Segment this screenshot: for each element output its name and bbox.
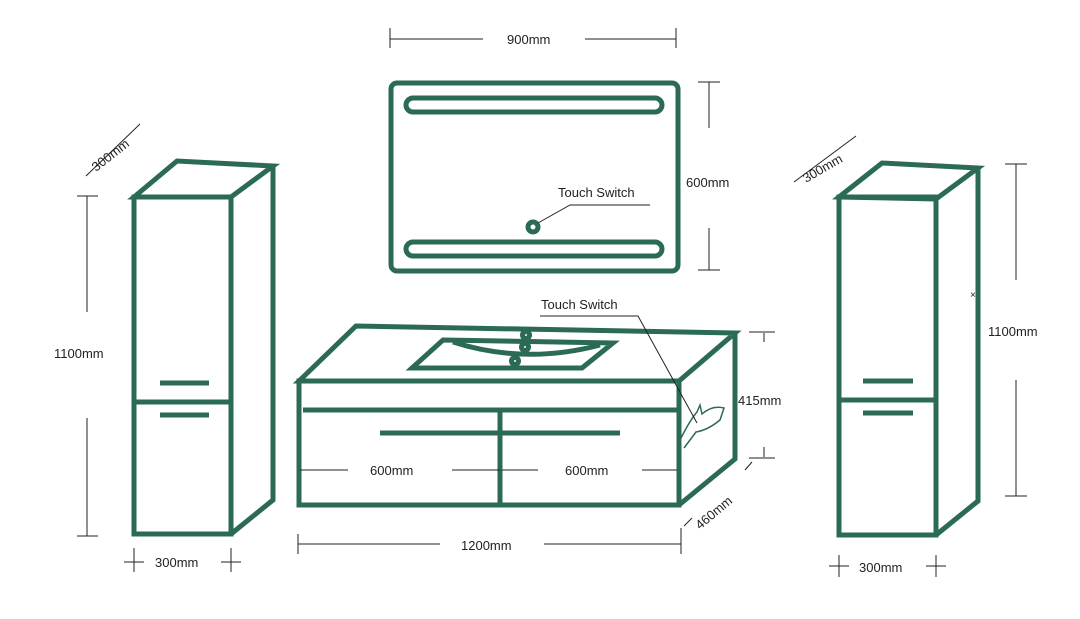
vanity-height-label: 415mm [738,393,781,408]
vanity-touch-switch-label: Touch Switch [541,297,618,312]
mirror-height-label: 600mm [686,175,729,190]
vanity-depth-label: 460mm [692,493,735,532]
drawer-right-width-label: 600mm [565,463,608,478]
right-cabinet-width-label: 300mm [859,560,902,575]
right-tall-cabinet: × 1100mm 300mm 300mm [793,135,1038,577]
faucet-icon [520,329,532,341]
vanity-unit: Touch Switch 415mm 600mm 600mm 1200mm 46… [292,297,781,554]
left-tall-cabinet: 1100mm 300mm 300mm [54,123,281,572]
basin [405,337,620,371]
mirror: Touch Switch 900mm 600mm [388,28,729,274]
mirror-width-label: 900mm [507,32,550,47]
left-cabinet-height-label: 1100mm [54,346,104,361]
drawer-left-width-label: 600mm [370,463,413,478]
left-cabinet-width-label: 300mm [155,555,198,570]
left-cabinet-depth-label: 300mm [89,136,132,175]
right-cabinet-height-label: 1100mm [988,324,1038,339]
right-cabinet-depth-label: 300mm [800,151,845,186]
hand-sensor-icon [679,402,725,449]
svg-text:×: × [970,290,976,301]
mirror-touch-switch-icon [525,219,541,235]
vanity-width-label: 1200mm [461,538,512,553]
mirror-touch-switch-label: Touch Switch [558,185,635,200]
